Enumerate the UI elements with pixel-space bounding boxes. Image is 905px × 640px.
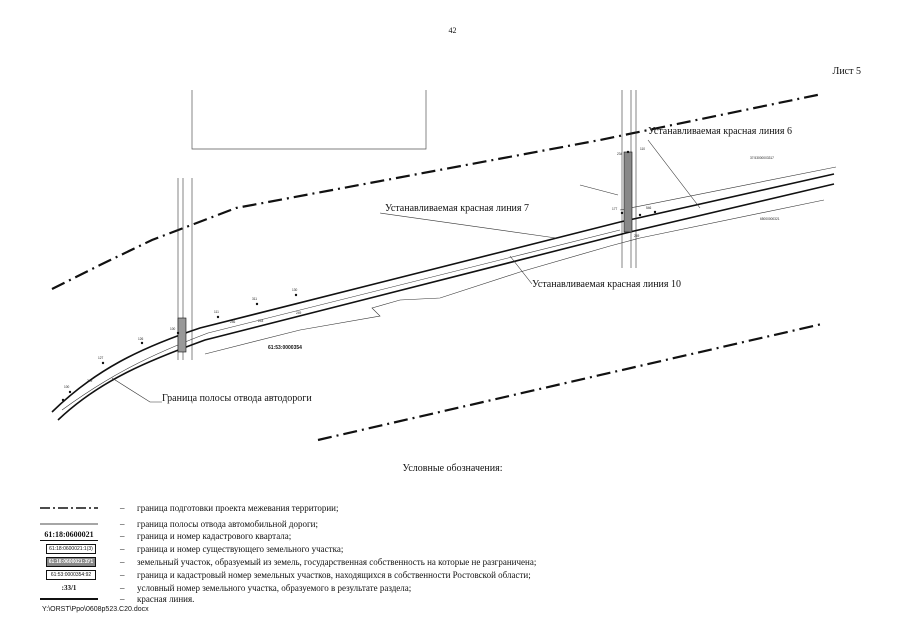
legend-text: граница и номер кадастрового квартала; [137,531,292,541]
svg-text:249: 249 [87,379,93,383]
legend-text: условный номер земельного участка, образ… [137,583,412,593]
svg-text:110: 110 [640,147,645,151]
legend-symbol-parcel: 61:18:0600021:1(3) [46,544,96,554]
thin-line-icon [40,523,98,525]
survey-points [61,150,657,402]
legend-item: – граница подготовки проекта межевания т… [40,502,660,514]
legend-item: – красная линия. [40,593,660,605]
legend-item: – граница полосы отвода автомобильной до… [40,518,660,530]
legend-dash: – [120,503,125,513]
legend-dash: – [120,531,125,541]
road-strip-boundary [61,166,837,411]
legend-text: красная линия. [137,594,195,604]
red-line-icon [40,598,98,600]
legend-dash: – [120,557,125,567]
legend-dash: – [120,519,125,529]
survey-plan: 100 127 126 100 111 311 130 246 244 249 177 54… [51,90,837,442]
svg-text:311: 311 [252,297,257,301]
legend-symbol-conditional-number: :33/1 [61,584,77,592]
legend-text: граница подготовки проекта межевания тер… [137,503,339,513]
parcel-shaded-left [177,317,187,353]
svg-text:249: 249 [634,234,640,238]
svg-text:246: 246 [230,320,236,324]
svg-text:244: 244 [258,319,264,323]
svg-text:127: 127 [98,356,104,360]
project-boundary-lower [317,322,823,442]
legend-item: 61:18:0600021:1(3) – граница и номер сущ… [40,543,660,555]
svg-text:37:53000003317: 37:53000003317 [750,156,774,160]
point-numbers: 100 127 126 100 111 311 130 246 244 249 177 54… [64,147,780,389]
building-outline [191,90,427,150]
svg-text:546: 546 [646,206,652,210]
legend-item: :33/1 – условный номер земельного участк… [40,582,660,594]
label-cadastral-quarter: 61:53:0000354 [268,345,302,351]
legend-dash: – [120,570,125,580]
legend-symbol-regional-parcel: 61:53:0000354:92 [46,570,96,580]
svg-text:126: 126 [138,337,144,341]
parcel-shaded-right [623,151,633,233]
project-boundary-upper [51,92,823,290]
legend-item: 61:53:0000354:92 – граница и кадастровый… [40,569,660,581]
label-red-line-7: Устанавливаемая красная линия 7 [385,203,529,214]
leader-lines [111,139,701,403]
svg-text:100: 100 [170,327,176,331]
legend-symbol-quarter: 61:18:0600021 [40,530,98,541]
page-number: 42 [448,26,457,35]
legend-item: 61:18:0600021:ЗУ1 – земельный участок, о… [40,556,660,568]
label-road-strip: Граница полосы отвода автодороги [162,393,312,404]
legend-title: Условные обозначения: [402,463,503,474]
svg-text:234: 234 [617,152,623,156]
label-red-line-6: Устанавливаемая красная линия 6 [648,126,792,137]
file-path: Y:\ORST\Ppo\0608p523.С20.docx [42,606,149,613]
dash-dot-line-icon [40,507,98,509]
svg-text:100: 100 [64,385,70,389]
legend-text: граница полосы отвода автомобильной доро… [137,519,318,529]
legend-dash: – [120,544,125,554]
legend-item: 61:18:0600021 – граница и номер кадастро… [40,530,660,542]
legend-symbol-new-parcel: 61:18:0600021:ЗУ1 [46,557,96,567]
legend-text: граница и кадастровый номер земельных уч… [137,570,531,580]
svg-text:111: 111 [214,310,219,314]
svg-text:130: 130 [292,288,298,292]
svg-text:65000000321: 65000000321 [760,217,780,221]
legend-dash: – [120,583,125,593]
red-lines [51,173,835,421]
legend-text: граница и номер существующего земельного… [137,544,344,554]
sheet-label: Лист 5 [832,66,861,77]
label-red-line-10: Устанавливаемая красная линия 10 [532,279,681,290]
svg-text:249: 249 [296,311,302,315]
legend-text: земельный участок, образуемый из земель,… [137,557,537,567]
svg-text:177: 177 [612,207,618,211]
legend-dash: – [120,594,125,604]
